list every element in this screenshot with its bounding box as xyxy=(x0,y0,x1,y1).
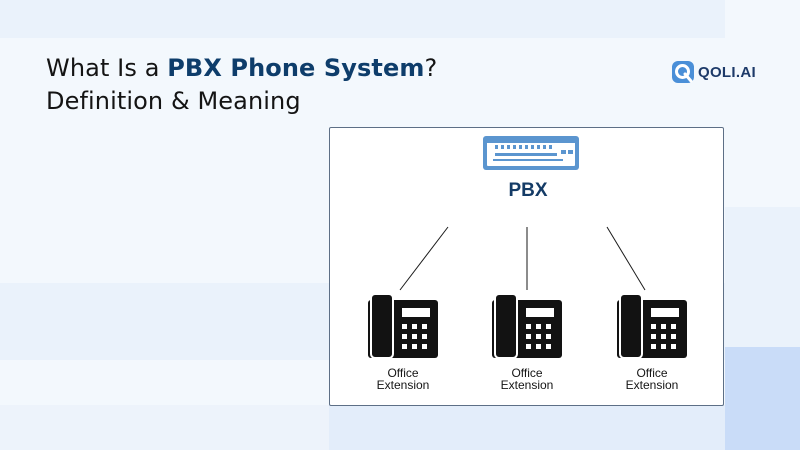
connection-line-left xyxy=(399,226,449,291)
background-band-right xyxy=(725,207,800,347)
background-band-bottom-accent xyxy=(329,405,725,450)
connection-lines xyxy=(399,226,646,291)
title-suffix: ? xyxy=(424,54,438,82)
pbx-server-icon xyxy=(483,136,579,170)
pbx-label: PBX xyxy=(508,180,548,201)
connection-line-right xyxy=(606,226,646,291)
desk-phone-icon xyxy=(492,294,562,358)
title-prefix: What Is a xyxy=(46,54,168,82)
background-band-top xyxy=(0,0,725,38)
q-logo-icon xyxy=(672,61,694,83)
page-title: What Is a PBX Phone System? Definition &… xyxy=(46,52,437,118)
background-band-right-accent xyxy=(725,347,800,450)
desk-phone-icon xyxy=(368,294,438,358)
logo-text: QOLI.AI xyxy=(698,63,756,81)
brand-logo: QOLI.AI xyxy=(671,60,756,84)
title-subtitle: Definition & Meaning xyxy=(46,87,301,115)
title-highlight: PBX Phone System xyxy=(167,54,425,82)
desk-phone-icon xyxy=(617,294,687,358)
